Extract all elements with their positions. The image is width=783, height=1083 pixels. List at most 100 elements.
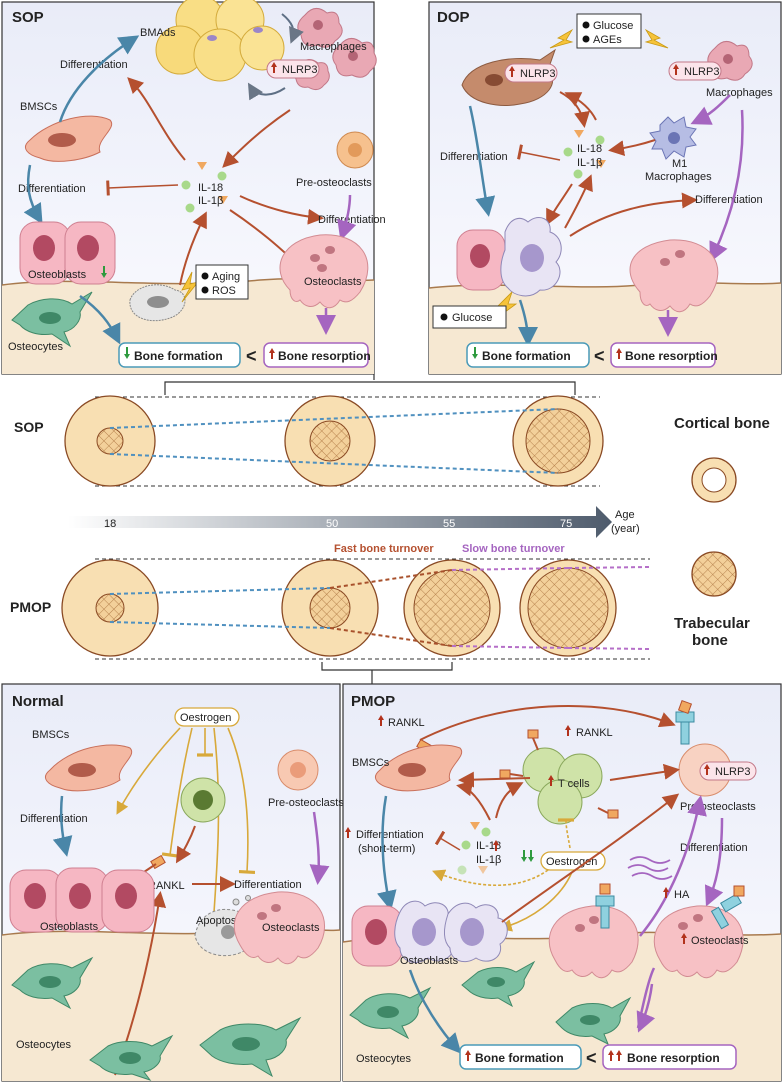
sop-diff-right-label: Differentiation <box>318 214 386 226</box>
sop-osteocytes-label: Osteocytes <box>8 341 64 353</box>
dop-bone-formation-label: Bone formation <box>482 349 571 363</box>
dop-m1-label: M1 <box>672 158 687 170</box>
sop-bone-formation-label: Bone formation <box>134 349 223 363</box>
legend-trabecular-label-1: Trabecular <box>674 615 750 632</box>
age-tick-3: 75 <box>560 518 572 530</box>
sop-diff-left-label: Differentiation <box>18 183 86 195</box>
pmop-rankl-right-label: RANKL <box>576 727 613 739</box>
normal-apoptosis-label: Apoptosis <box>196 915 245 927</box>
sop-panel: SOP BMAds Macrophages NLRP3 <box>1 0 386 375</box>
normal-osteoclast <box>233 891 326 965</box>
sop-nlrp3-badge <box>266 59 320 79</box>
svg-text:<: < <box>586 1048 597 1068</box>
sop-il1b-label: IL-1β <box>198 195 223 207</box>
dop-ages-label: AGEs <box>593 34 622 46</box>
dop-nlrp3-left-label: NLRP3 <box>520 68 555 80</box>
legend-cortical-label: Cortical bone <box>674 415 770 432</box>
dop-cytokines <box>563 130 606 179</box>
sop-aging-label: Aging <box>212 271 240 283</box>
sop-bone-resorption-label: Bone resorption <box>278 349 371 363</box>
sop-osteoblasts <box>19 221 116 285</box>
pmop-osteoclast-left <box>548 883 639 979</box>
sop-nlrp3-label: NLRP3 <box>282 64 317 76</box>
age-tick-2: 55 <box>443 518 455 530</box>
pmop-ha-label: HA <box>674 889 690 901</box>
normal-rankl-label: RANKL <box>148 880 185 892</box>
pmop-pre-osteoclasts-label: Pre-osteoclasts <box>680 801 756 813</box>
sop-osteocyte <box>11 291 93 348</box>
sop-panel-title: SOP <box>12 9 44 26</box>
normal-bmscs <box>45 744 133 792</box>
normal-panel: Normal Oestrogen BMSCs Differentiation R… <box>1 683 344 1082</box>
legend-trabecular-label-2: bone <box>692 632 728 649</box>
pmop-il1b-label: IL-1β <box>476 854 501 866</box>
dop-m1-macrophage <box>649 116 697 160</box>
timeline-section: SOP Cortical bone Trabecular bone 18 50 … <box>10 374 770 684</box>
sop-il18-label: IL-18 <box>198 182 223 194</box>
normal-pre-osteoclasts-label: Pre-osteoclasts <box>268 797 344 809</box>
sop-pre-osteoclasts-label: Pre-osteoclasts <box>296 177 372 189</box>
normal-oestrogen-badge <box>174 707 240 727</box>
bmads-cells <box>155 0 285 82</box>
age-axis-unit: (year) <box>611 523 640 535</box>
dop-diff-right-label: Differentiation <box>695 194 763 206</box>
pmop-diff-2-label: Differentiation <box>680 842 748 854</box>
pmop-panel: PMOP RANKL BMSCs RANKL T <box>342 683 782 1082</box>
pmop-osteocytes <box>349 960 632 1046</box>
timeline-pmop-label: PMOP <box>10 599 51 615</box>
sop-bmads-label: BMAds <box>140 27 176 39</box>
dop-nlrp3-left-badge <box>504 63 558 83</box>
dop-osteoblasts <box>456 217 562 297</box>
dop-osteoclast <box>629 239 719 313</box>
pmop-nlrp3-badge <box>699 761 757 781</box>
dop-nlrp3-right-label: NLRP3 <box>684 66 719 78</box>
pmop-receptor-top <box>675 699 695 745</box>
dop-glucose-label: Glucose <box>593 20 633 32</box>
sop-bmscs <box>25 115 113 162</box>
normal-osteocytes-label: Osteocytes <box>16 1039 72 1051</box>
dop-diff-left-label: Differentiation <box>440 151 508 163</box>
normal-osteoclasts-label: Osteoclasts <box>262 922 320 934</box>
pmop-bone-formation-label: Bone formation <box>475 1051 564 1065</box>
sop-osteoclasts-label: Osteoclasts <box>304 276 362 288</box>
pmop-osteoclast-right <box>653 885 745 979</box>
pmop-nlrp3-label: NLRP3 <box>715 766 750 778</box>
dop-glucose-box <box>432 305 507 329</box>
normal-osteocytes <box>11 956 302 1081</box>
normal-diff-right-label: Differentiation <box>234 879 302 891</box>
pmop-t-cells-label: T cells <box>558 778 590 790</box>
dop-bone-resorption-box <box>610 342 716 368</box>
dop-il18-label: IL-18 <box>577 143 602 155</box>
pmop-rankl-left-label: RANKL <box>388 717 425 729</box>
dop-glucose-bottom-label: Glucose <box>452 312 492 324</box>
dop-bone-formation-box <box>466 342 590 368</box>
pmop-oestrogen-badge <box>540 851 606 871</box>
sop-senescent-cell <box>129 284 186 322</box>
dop-macrophages-label: Macrophages <box>706 87 773 99</box>
dop-m1-macrophages-label: Macrophages <box>645 171 712 183</box>
normal-oestrogen-label: Oestrogen <box>180 712 231 724</box>
normal-diff-left-label: Differentiation <box>20 813 88 825</box>
fast-turnover-label: Fast bone turnover <box>334 543 434 555</box>
dop-il1b-label: IL-1β <box>577 157 602 169</box>
pmop-osteoblasts <box>351 900 508 967</box>
dop-panel-title: DOP <box>437 9 470 26</box>
normal-osteoblasts <box>9 867 155 933</box>
age-tick-0: 18 <box>104 518 116 530</box>
svg-text:<: < <box>246 346 257 366</box>
timeline-sop-label: SOP <box>14 419 44 435</box>
pmop-osteoclasts-label: Osteoclasts <box>691 935 749 947</box>
age-axis-label: Age <box>615 509 635 521</box>
pmop-t-cells <box>499 729 619 825</box>
age-axis <box>68 506 612 538</box>
pmop-osteocytes-label: Osteocytes <box>356 1053 412 1065</box>
dop-panel: DOP Glucose AGEs NLRP3 NLRP3 Macrophages <box>428 1 782 375</box>
dop-stress-box <box>576 13 642 49</box>
pmop-ha-strands <box>627 856 673 880</box>
pmop-il18-label: IL-18 <box>476 840 501 852</box>
pmop-cytokines <box>457 822 491 875</box>
sop-bone-formation-box <box>118 342 241 368</box>
sop-osteoclast <box>279 234 369 309</box>
pmop-bmscs <box>375 744 463 792</box>
slow-turnover-label: Slow bone turnover <box>462 543 565 555</box>
